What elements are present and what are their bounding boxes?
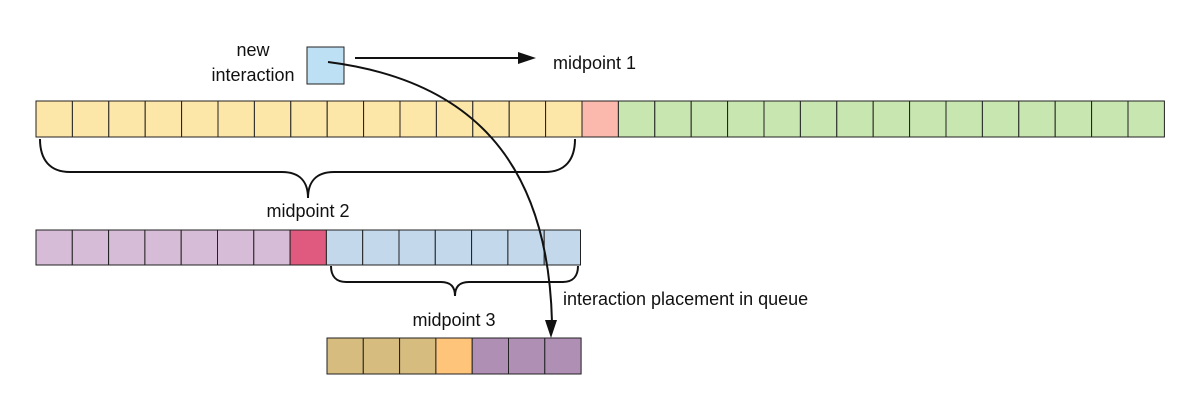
queue-cell-right [945, 100, 983, 138]
placement-arrow-curve [327, 61, 553, 323]
queue-cell-right [1091, 100, 1129, 138]
midpoint-2-label: midpoint 2 [266, 201, 349, 221]
queue-cell-right [1018, 100, 1056, 138]
new-interaction-label-line1: new [236, 40, 270, 60]
queue-cell-right [727, 100, 765, 138]
queue-cell-left [326, 337, 364, 375]
queue-cell-right [507, 229, 545, 266]
queue-cell-right [690, 100, 729, 138]
queue-cell-left [71, 229, 110, 266]
queue-cell-right [434, 229, 473, 266]
queue-cell-right [1054, 100, 1093, 138]
queue-cell-left [35, 100, 73, 138]
queue-cell-left [71, 100, 110, 138]
queue-cell-left [362, 337, 401, 375]
placement-label: interaction placement in queue [563, 289, 808, 309]
queue-midpoint-cell [581, 100, 619, 138]
queue-cell-left [399, 100, 437, 138]
arrow-to-midpoint-1-head [518, 52, 536, 64]
queue-cell-right [398, 229, 436, 266]
queue-cell-left [290, 100, 328, 138]
brace-row-1-left [39, 138, 576, 199]
queue-cell-left [508, 100, 547, 138]
queue-cell-right [981, 100, 1020, 138]
queue-cell-right [799, 100, 838, 138]
queue-cell-right [617, 100, 656, 138]
queue-cell-left [472, 100, 510, 138]
arrow-to-midpoint-1 [355, 52, 536, 64]
queue-cell-left [326, 100, 365, 138]
queue-cell-left [253, 100, 292, 138]
queue-cell-left [253, 229, 291, 266]
queue-midpoint-cell [289, 229, 327, 266]
queue-row-2 [35, 229, 582, 266]
new-interaction-box [306, 46, 345, 85]
queue-row-3 [326, 337, 582, 375]
queue-cell-left [144, 229, 182, 266]
queue-cell-right [471, 229, 509, 266]
queue-cell-right [654, 100, 692, 138]
queue-cell-right [872, 100, 911, 138]
queue-cell-left [108, 100, 146, 138]
midpoint-3-label: midpoint 3 [412, 310, 495, 330]
new-interaction-label-line2: interaction [211, 65, 294, 85]
queue-cell-right [909, 100, 947, 138]
queue-cell-left [180, 229, 218, 266]
queue-cell-left [363, 100, 401, 138]
new-interaction-group: new interaction [211, 40, 345, 85]
queue-cell-left [108, 229, 146, 266]
queue-cell-left [217, 229, 255, 266]
placement-arrow [327, 61, 557, 338]
queue-cell-right [1127, 100, 1165, 138]
queue-cell-left [217, 100, 255, 138]
queue-cell-right [543, 229, 582, 266]
queue-cell-right [763, 100, 801, 138]
queue-cell-right [544, 337, 582, 375]
queue-cell-right [325, 229, 364, 266]
queue-row-1 [35, 100, 1165, 138]
queue-cell-right [508, 337, 546, 375]
queue-cell-right [362, 229, 400, 266]
queue-cell-right [836, 100, 874, 138]
queue-cell-left [181, 100, 219, 138]
queue-cell-left [144, 100, 183, 138]
queue-cell-left [399, 337, 437, 375]
queue-cell-left [545, 100, 583, 138]
queue-midpoint-cell [435, 337, 473, 375]
brace-row-2-right [330, 265, 579, 297]
placement-arrow-head [545, 320, 557, 338]
midpoint-1-label: midpoint 1 [553, 53, 636, 73]
queue-cell-left [35, 229, 73, 266]
queue-cell-right [471, 337, 510, 375]
